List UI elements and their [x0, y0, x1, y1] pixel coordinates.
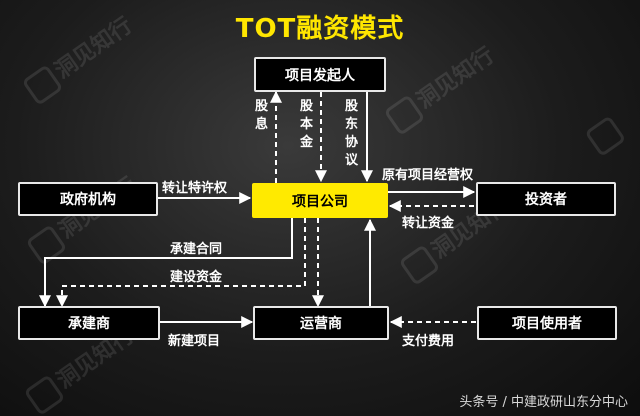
node-project-sponsor: 项目发起人 [254, 57, 386, 92]
node-operator: 运营商 [253, 306, 389, 340]
node-project-user: 项目使用者 [477, 306, 617, 340]
label-new-project: 新建项目 [168, 334, 221, 349]
arrow-construction-contract [39, 218, 293, 308]
node-project-company: 项目公司 [252, 183, 388, 218]
label-construction-funds: 建设资金 [170, 270, 223, 285]
label-equity-capital: 股本金 [299, 99, 313, 150]
label-shareholder-agreement: 股东协议 [344, 99, 358, 168]
label-construction-contract: 承建合同 [170, 242, 223, 257]
diagram-title: TOT融资模式 [235, 14, 405, 44]
label-original-operating-right: 原有项目经营权 [382, 168, 474, 183]
label-transfer-funds: 转让资金 [402, 216, 455, 231]
label-dividend: 股息 [254, 99, 268, 132]
node-contractor: 承建商 [18, 306, 160, 340]
node-government: 政府机构 [18, 182, 158, 216]
arrow-construction-funds [56, 218, 306, 308]
node-investor: 投资者 [476, 182, 616, 216]
label-payment-fee: 支付费用 [402, 334, 455, 349]
label-transfer-franchise: 转让特许权 [162, 181, 228, 196]
footer-source: 头条号 / 中建政研山东分中心 [459, 395, 628, 410]
